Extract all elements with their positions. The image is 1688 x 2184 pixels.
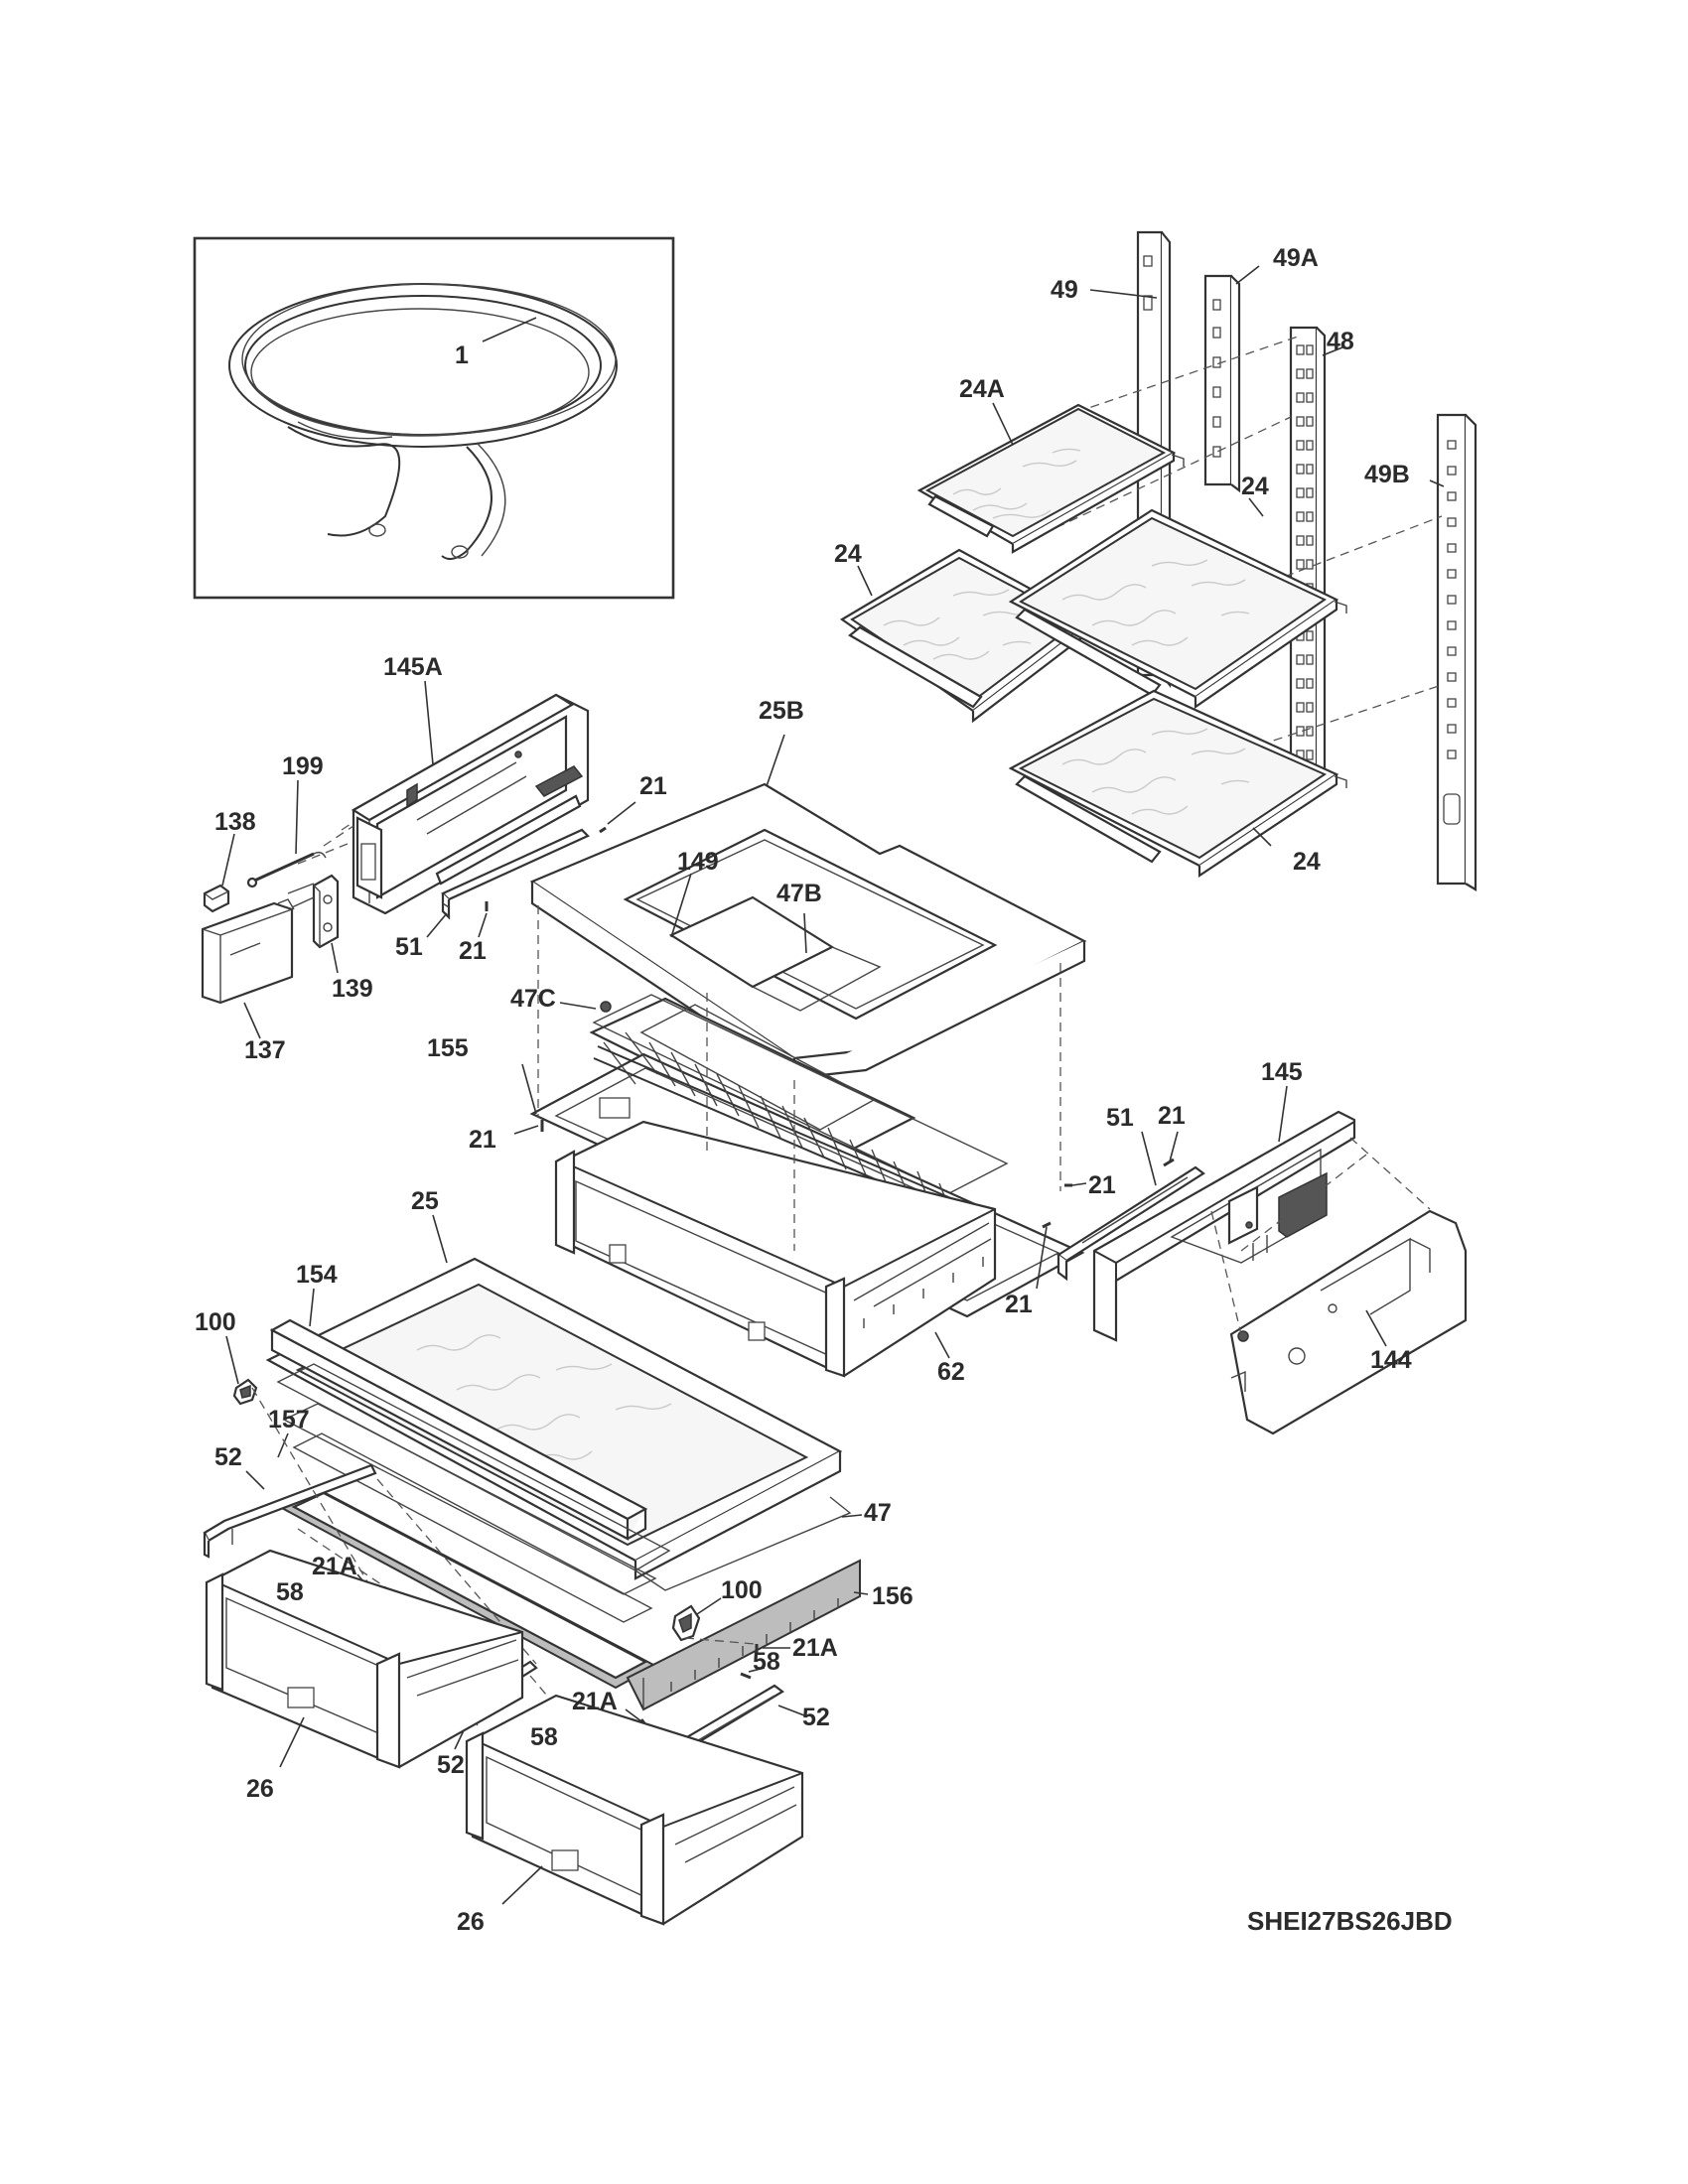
label-62: 62 xyxy=(937,1358,965,1386)
slide-51-right xyxy=(1056,1131,1205,1282)
label-21-f: 21 xyxy=(1005,1291,1033,1318)
slide-51-left xyxy=(426,828,590,938)
label-145: 145 xyxy=(1261,1058,1303,1086)
knob-100-right xyxy=(671,1597,722,1642)
label-154: 154 xyxy=(296,1261,338,1289)
screw-21-f xyxy=(1036,1221,1052,1290)
model-number: SHEI27BS26JBD xyxy=(1247,1906,1453,1936)
label-21-b: 21 xyxy=(459,937,487,965)
dashed-right-mid-lines xyxy=(1210,1137,1431,1335)
label-137: 137 xyxy=(244,1036,286,1064)
screw-21-a xyxy=(599,801,636,834)
part-labels: 1 49 49A 48 49B 24A 24 24 24 145A 199 13… xyxy=(195,244,1412,1936)
screw-58-right xyxy=(740,1667,766,1680)
label-48: 48 xyxy=(1327,328,1354,355)
shelf-24-bottom xyxy=(1008,689,1347,879)
label-25b: 25B xyxy=(759,697,804,725)
label-155: 155 xyxy=(427,1034,469,1062)
label-25: 25 xyxy=(411,1187,439,1215)
rail-49b xyxy=(1429,413,1477,891)
label-156: 156 xyxy=(872,1582,914,1610)
label-21-e: 21 xyxy=(1158,1102,1186,1130)
frame-47c xyxy=(559,994,1009,1194)
label-21a-left: 21A xyxy=(312,1553,357,1580)
label-49b: 49B xyxy=(1364,461,1410,488)
label-144: 144 xyxy=(1370,1346,1412,1374)
drawer-26-left xyxy=(205,1549,524,1769)
label-100-right: 100 xyxy=(721,1576,763,1604)
label-21-a: 21 xyxy=(639,772,667,800)
light-assembly-139 xyxy=(287,874,340,974)
drawer-62 xyxy=(554,1120,997,1378)
frame-156 xyxy=(277,1487,869,1711)
insert-149 xyxy=(668,873,882,1012)
rail-49a xyxy=(1203,265,1260,493)
label-58-right: 58 xyxy=(753,1648,780,1676)
drawer-26-bottom xyxy=(465,1694,804,1926)
bracket-144 xyxy=(1229,1209,1468,1435)
knob-100-left xyxy=(225,1335,258,1406)
inset-gasket-box xyxy=(193,236,675,600)
label-24a: 24A xyxy=(959,375,1005,403)
label-21-c: 21 xyxy=(469,1126,496,1154)
screw-21-e xyxy=(1163,1131,1179,1167)
label-199: 199 xyxy=(282,752,324,780)
label-139: 139 xyxy=(332,975,373,1003)
dashed-145a-lines xyxy=(297,821,354,865)
rail-48-slots xyxy=(1296,344,1314,760)
label-24-left: 24 xyxy=(834,540,862,568)
label-138: 138 xyxy=(214,808,256,836)
label-58-mid: 58 xyxy=(530,1723,558,1751)
label-1: 1 xyxy=(455,341,469,369)
wire-199 xyxy=(246,779,327,888)
shelf-24a xyxy=(916,402,1185,554)
label-47: 47 xyxy=(864,1499,892,1527)
screw-21-c xyxy=(513,1120,544,1135)
cover-25b xyxy=(529,734,1087,1081)
housing-145 xyxy=(1092,1085,1356,1342)
label-51-right: 51 xyxy=(1106,1104,1134,1132)
label-52-right: 52 xyxy=(802,1704,830,1731)
rail-52-left xyxy=(203,1463,377,1559)
label-21-d: 21 xyxy=(1088,1171,1116,1199)
housing-145a xyxy=(351,680,590,915)
label-24-bottom: 24 xyxy=(1293,848,1321,876)
rail-49b-slots xyxy=(1447,440,1457,759)
screw-21a-right xyxy=(755,1644,790,1654)
label-145a: 145A xyxy=(383,653,443,681)
label-47c: 47C xyxy=(510,985,556,1013)
dashed-center-lines xyxy=(537,905,1061,1251)
label-58-left: 58 xyxy=(276,1578,304,1606)
label-24-mid: 24 xyxy=(1241,473,1269,500)
label-49a: 49A xyxy=(1273,244,1319,272)
rail-48 xyxy=(1289,326,1343,783)
label-52-left: 52 xyxy=(214,1443,242,1471)
label-26-left: 26 xyxy=(246,1775,274,1803)
label-21a-mid: 21A xyxy=(572,1688,618,1715)
label-51-left: 51 xyxy=(395,933,423,961)
cover-25 xyxy=(265,1214,843,1580)
handle-154 xyxy=(269,1288,648,1541)
label-52-mid: 52 xyxy=(437,1751,465,1779)
label-49: 49 xyxy=(1051,276,1078,304)
switch-138 xyxy=(203,833,235,913)
lamp-cover-137 xyxy=(201,898,295,1039)
label-157: 157 xyxy=(268,1406,310,1433)
label-100-left: 100 xyxy=(195,1308,236,1336)
divider-157 xyxy=(277,1403,657,1623)
screw-21-d xyxy=(1064,1182,1087,1187)
screw-21-b xyxy=(478,901,489,938)
label-47b: 47B xyxy=(776,880,822,907)
label-26-bottom: 26 xyxy=(457,1908,485,1936)
gasket-tubing-coil xyxy=(228,283,618,561)
label-149: 149 xyxy=(677,848,719,876)
label-21a-right: 21A xyxy=(792,1634,838,1662)
shelf-24-mid xyxy=(1008,497,1347,710)
